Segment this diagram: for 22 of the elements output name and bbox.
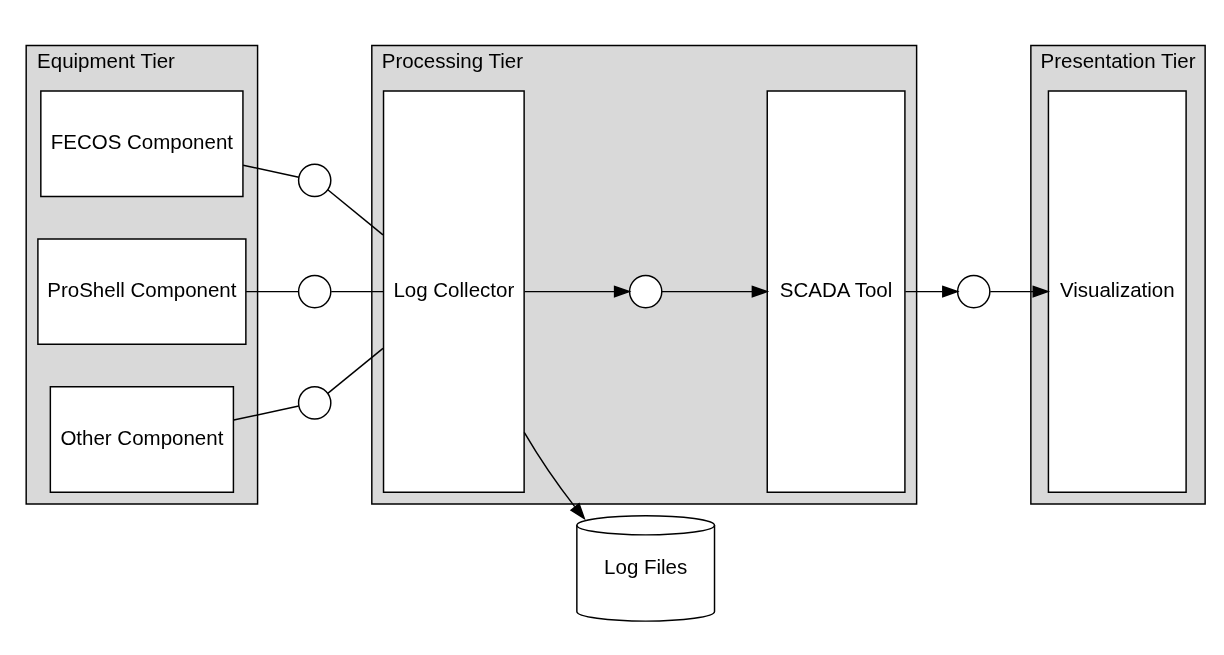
arrow — [989, 285, 1051, 298]
node-box: Log Collector — [382, 90, 525, 493]
node-circle — [297, 274, 332, 309]
connector — [245, 290, 300, 293]
node-box: SCADA Tool — [766, 90, 906, 493]
arrow — [904, 285, 960, 298]
connector — [327, 189, 384, 236]
node-box: ProShell Component — [37, 238, 247, 346]
connector — [330, 290, 384, 293]
connector — [233, 405, 300, 421]
connector — [242, 164, 300, 178]
connector — [327, 347, 384, 395]
node-circle — [956, 274, 991, 309]
node-box: FECOS Component — [40, 90, 244, 198]
arrow — [661, 285, 770, 298]
arrow — [523, 431, 586, 521]
node-box: Visualization — [1047, 90, 1187, 493]
node-circle — [297, 163, 332, 198]
node-box: Other Component — [49, 386, 235, 493]
node-circle — [628, 274, 663, 309]
arrow — [523, 285, 632, 298]
node-circle — [297, 386, 332, 420]
